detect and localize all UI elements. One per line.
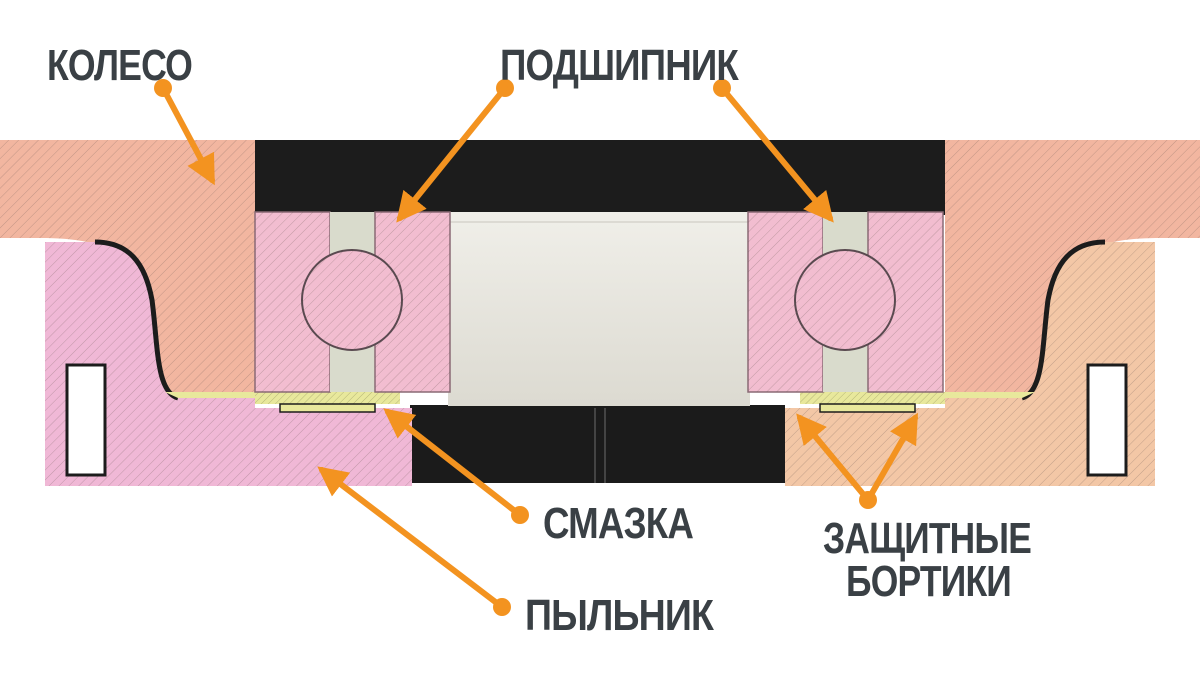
arrow-grease [383,408,523,518]
arrow-bearing-left [396,85,508,223]
wheel-left [0,140,255,392]
label-guards-line2: БОРТИКИ [846,557,1011,606]
arrow-wheel [160,85,215,186]
label-guards-line1: ЗАЩИТНЫЕ [823,514,1031,563]
arrow-bearing-right [719,85,834,223]
label-dust-cover: ПЫЛЬНИК [525,591,714,640]
label-grease: СМАЗКА [543,499,693,548]
arrow-dust-cover [317,466,505,610]
wheel-right [945,140,1200,392]
spacer-top [255,140,945,215]
arrow-guard-right [865,412,918,503]
grease-right [800,392,1035,413]
dust-cover-right [785,239,1155,486]
dust-cover-left [45,239,412,486]
spacer-bottom [410,405,785,483]
label-wheel: КОЛЕСО [47,41,192,90]
bearing-left [254,211,451,393]
arrow-guard-left [796,413,871,503]
label-bearing: ПОДШИПНИК [500,41,739,90]
grease-left [165,392,400,413]
bearing-right [747,211,944,393]
axle [448,212,750,406]
callout-arrows [154,79,918,616]
